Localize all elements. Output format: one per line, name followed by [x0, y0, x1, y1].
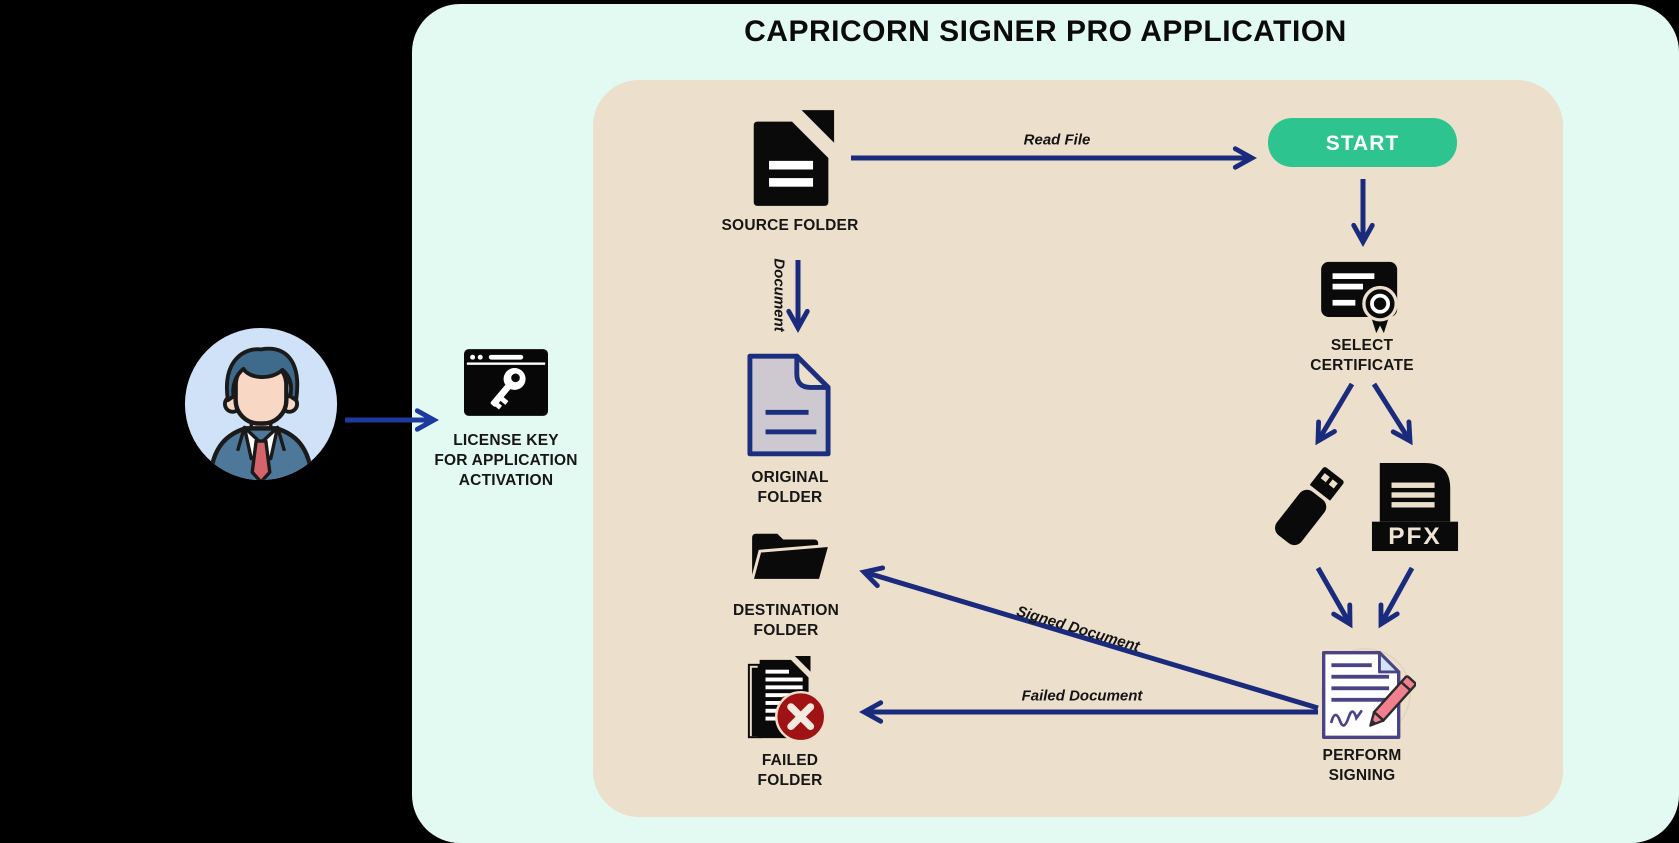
perform-signing-label: PERFORM SIGNING — [1322, 747, 1402, 784]
document-label: Document — [770, 258, 788, 332]
workflow-panel — [593, 80, 1563, 817]
select-certificate-label: SELECT CERTIFICATE — [1310, 337, 1414, 374]
license-key-label: LICENSE KEY FOR APPLICATION ACTIVATION — [434, 432, 578, 489]
failed-document-label: Failed Document — [1021, 687, 1143, 705]
start-button[interactable]: START — [1268, 118, 1457, 167]
license-key-icon — [464, 349, 548, 416]
original-folder-label: ORIGINAL FOLDER — [751, 469, 829, 506]
perform-signing-icon — [1321, 648, 1416, 739]
pen-icon — [1369, 675, 1416, 727]
failed-folder-label: FAILED FOLDER — [757, 752, 823, 789]
error-x-icon — [787, 703, 815, 731]
read-file-label: Read File — [1023, 131, 1091, 149]
pfx-badge-text: PFX — [1388, 523, 1441, 550]
source-folder-label: SOURCE FOLDER — [721, 217, 859, 234]
original-folder-icon — [747, 353, 831, 457]
destination-folder-label: DESTINATION FOLDER — [732, 602, 840, 639]
destination-folder-icon — [750, 533, 832, 582]
select-certificate-icon — [1321, 261, 1398, 334]
user-avatar — [184, 327, 338, 481]
pfx-file-icon: PFX — [1371, 462, 1459, 552]
usb-token-icon — [1275, 467, 1344, 546]
page-title: CAPRICORN SIGNER PRO APPLICATION — [744, 15, 1347, 48]
source-folder-icon — [753, 110, 835, 206]
failed-folder-icon — [747, 656, 827, 743]
